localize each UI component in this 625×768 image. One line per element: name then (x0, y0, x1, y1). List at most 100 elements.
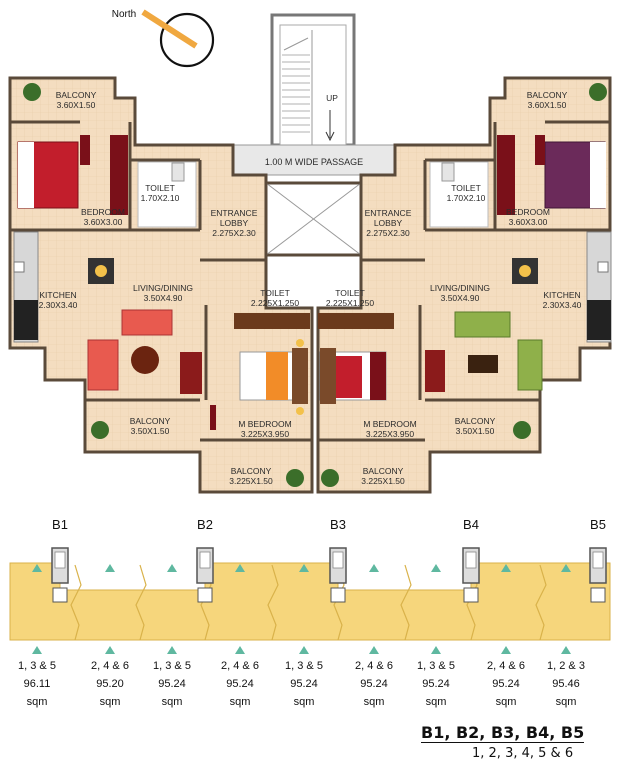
label-right-balcony-top: BALCONY (527, 90, 568, 100)
unit-marker-bottom (105, 646, 115, 654)
unit-sqm: sqm (556, 696, 577, 708)
unit-sqm: sqm (27, 696, 48, 708)
key-plan-stair-well (332, 551, 344, 569)
right-unit (316, 76, 612, 494)
key-plan-stair-well (592, 551, 604, 569)
dim-left-mbed: 3.225X3.950 (241, 429, 289, 439)
block-label: B5 (590, 517, 606, 532)
lift-shaft (264, 181, 363, 257)
unit-marker-bottom (299, 646, 309, 654)
dim-right-kitchen: 2.30X3.40 (543, 300, 582, 310)
key-plan-divider (135, 564, 147, 641)
label-right-mbed: M BEDROOM (363, 419, 416, 429)
unit-marker-bottom (501, 646, 511, 654)
label-right-lobby2: LOBBY (374, 218, 403, 228)
unit-marker-bottom (235, 646, 245, 654)
unit-marker-bottom (561, 646, 571, 654)
plant-left-top (23, 83, 41, 101)
unit-marker-bottom (369, 646, 379, 654)
dim-left-balcony-top: 3.60X1.50 (57, 100, 96, 110)
unit-sqm: sqm (364, 696, 385, 708)
unit-sqm: sqm (100, 696, 121, 708)
unit-area: 95.20 (96, 678, 124, 690)
key-plan-lift (330, 587, 346, 603)
dim-right-living: 3.50X4.90 (441, 293, 480, 303)
stair-core: UP (270, 13, 356, 147)
label-left-bedroom: BEDROOM (81, 207, 125, 217)
label-right-bedroom: BEDROOM (506, 207, 550, 217)
label-left-balcony-top: BALCONY (56, 90, 97, 100)
unit-marker-top (32, 564, 42, 572)
plant-right-bottom (321, 469, 339, 487)
label-right-balcony-bot: BALCONY (363, 466, 404, 476)
dim-left-kitchen: 2.30X3.40 (39, 300, 78, 310)
dim-right-balcony-top: 3.60X1.50 (528, 100, 567, 110)
key-plan-lift (52, 587, 68, 603)
key-plan-divider (70, 564, 82, 641)
unit-area: 95.24 (422, 678, 450, 690)
unit-marker-top (501, 564, 511, 572)
unit-floors: 1, 3 & 5 (285, 660, 323, 672)
dim-left-balcony-low: 3.50X1.50 (131, 426, 170, 436)
key-plan-lift (590, 587, 606, 603)
label-left-toilet: TOILET (145, 183, 175, 193)
unit-area: 95.24 (360, 678, 388, 690)
unit-sqm: sqm (230, 696, 251, 708)
key-plan-divider (400, 564, 412, 641)
passage-label: 1.00 M WIDE PASSAGE (265, 157, 363, 167)
label-right-balcony-low: BALCONY (455, 416, 496, 426)
label-right-toilet: TOILET (451, 183, 481, 193)
unit-marker-top (369, 564, 379, 572)
dim-left-balcony-bot: 3.225X1.50 (229, 476, 273, 486)
unit-area: 95.24 (226, 678, 254, 690)
unit-marker-bottom (167, 646, 177, 654)
unit-floors: 2, 4 & 6 (91, 660, 129, 672)
key-plan-lift (197, 587, 213, 603)
dim-left-lobby: 2.275X2.30 (212, 228, 256, 238)
label-left-lobby: ENTRANCE (211, 208, 258, 218)
dim-right-bedroom: 3.60X3.00 (509, 217, 548, 227)
unit-floors: 1, 2 & 3 (547, 660, 585, 672)
block-label: B3 (330, 517, 346, 532)
plant-right-balcony (513, 421, 531, 439)
unit-marker-bottom (32, 646, 42, 654)
unit-area: 96.11 (24, 678, 51, 690)
label-left-living: LIVING/DINING (133, 283, 193, 293)
unit-floors: 2, 4 & 6 (221, 660, 259, 672)
stair-up-label: UP (326, 93, 338, 103)
unit-area: 95.46 (552, 678, 580, 690)
sofa-right (454, 311, 511, 338)
unit-floors: 2, 4 & 6 (487, 660, 525, 672)
label-left-kitchen: KITCHEN (39, 290, 76, 300)
label-left-balcony-bot: BALCONY (231, 466, 272, 476)
label-left-mbed: M BEDROOM (238, 419, 291, 429)
plant-right-top (589, 83, 607, 101)
unit-sqm: sqm (294, 696, 315, 708)
unit-area: 95.24 (158, 678, 186, 690)
dim-right-mbed: 3.225X3.950 (366, 429, 414, 439)
key-plan-divider (267, 564, 279, 641)
north-compass: North (112, 9, 215, 68)
footer-blocks: B1, B2, B3, B4, B5 (421, 723, 585, 743)
unit-sqm: sqm (426, 696, 447, 708)
dim-left-toilet: 1.70X2.10 (141, 193, 180, 203)
dim-right-balcony-low: 3.50X1.50 (456, 426, 495, 436)
dim-right-lobby: 2.275X2.30 (366, 228, 410, 238)
label-left-toilet2: TOILET (260, 288, 290, 298)
unit-marker-top (299, 564, 309, 572)
label-right-kitchen: KITCHEN (543, 290, 580, 300)
block-label: B4 (463, 517, 479, 532)
unit-area: 95.24 (492, 678, 520, 690)
unit-marker-top (167, 564, 177, 572)
unit-floors: 1, 3 & 5 (417, 660, 455, 672)
unit-sqm: sqm (496, 696, 517, 708)
unit-floors: 2, 4 & 6 (355, 660, 393, 672)
unit-marker-bottom (431, 646, 441, 654)
label-right-living: LIVING/DINING (430, 283, 490, 293)
key-plan-stair-well (465, 551, 477, 569)
label-right-toilet2: TOILET (335, 288, 365, 298)
dim-left-living: 3.50X4.90 (144, 293, 183, 303)
unit-marker-top (105, 564, 115, 572)
dim-left-toilet2: 2.225X1.250 (251, 298, 299, 308)
